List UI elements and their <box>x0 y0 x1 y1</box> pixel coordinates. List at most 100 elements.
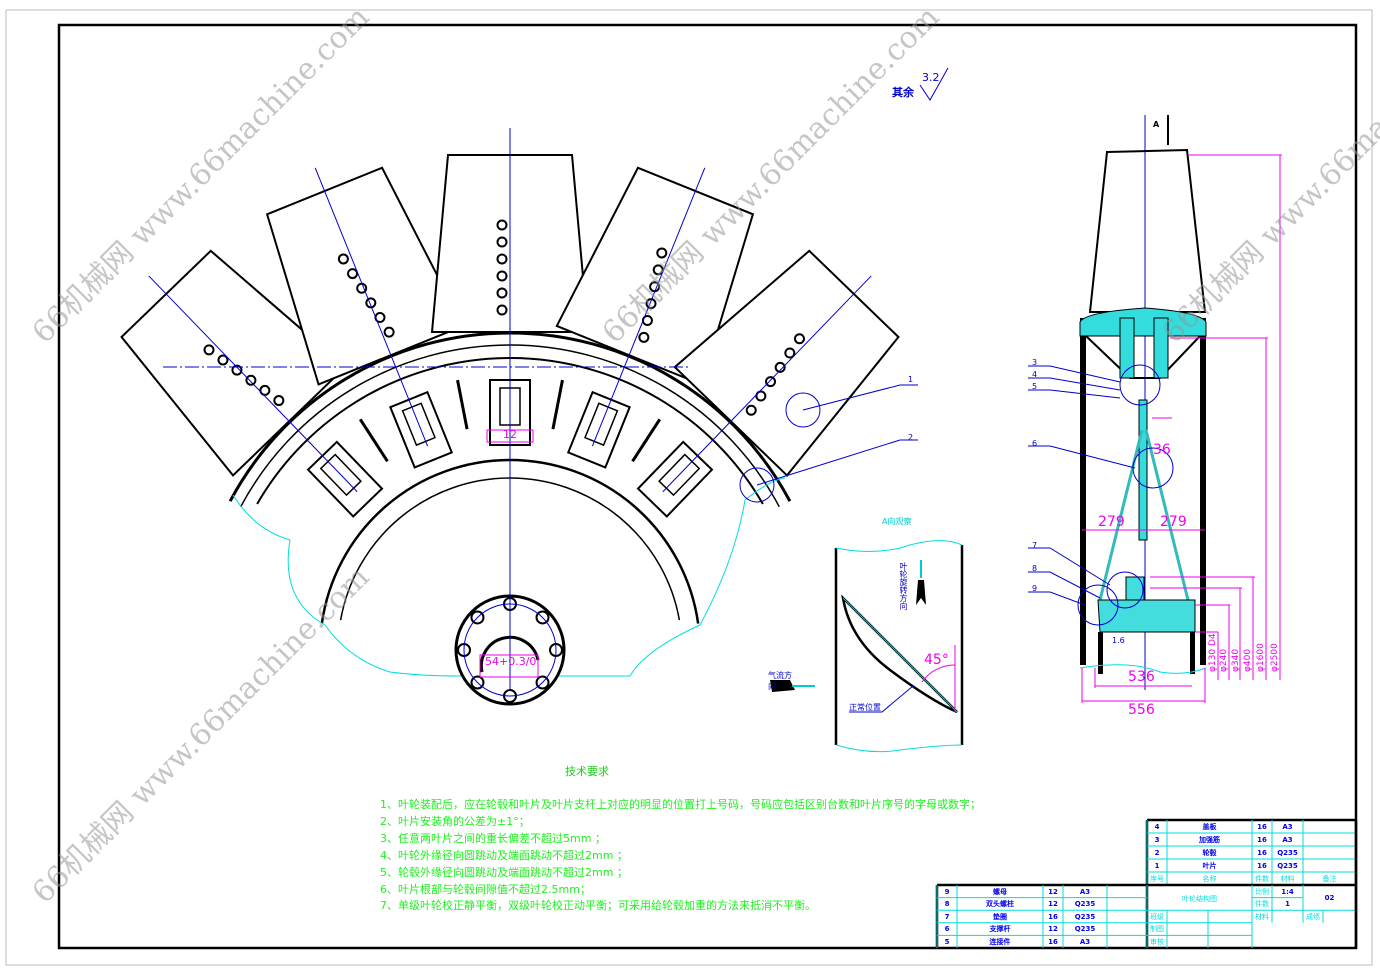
tech-item-1: 1、叶轮装配后，应在轮毂和叶片及叶片支杆上对应的明显的位置打上号码，号码应包括区… <box>380 798 981 811</box>
bolt-hole <box>496 270 508 282</box>
tech-requirements-title: 技术要求 <box>565 765 609 778</box>
part-material: Q235 <box>1277 848 1298 857</box>
bolt-hole <box>337 253 349 265</box>
view-a <box>770 540 964 753</box>
bolt-hole <box>203 344 215 356</box>
tech-item-3: 3、任意两叶片之间的重长偏差不超过5mm ； <box>380 832 606 845</box>
leader-6: 6 <box>1032 439 1038 448</box>
bolt-hole <box>347 268 359 280</box>
inner-border <box>57 23 1358 950</box>
part-material: A3 <box>1282 822 1293 831</box>
bolt-hole <box>755 390 767 402</box>
part-no: 4 <box>1154 822 1160 831</box>
bolt-hole <box>774 361 786 373</box>
header-qty: 件数 <box>1255 874 1269 883</box>
part-material: A3 <box>1079 887 1091 896</box>
bolt-hole <box>245 374 257 386</box>
normal-position-label: 正常位置 <box>849 703 881 712</box>
dim-d1600: φ1600 <box>1256 643 1266 672</box>
leader-5: 5 <box>1032 382 1038 391</box>
view-a-marker: A <box>1153 120 1160 129</box>
view-a-title: A向观察 <box>882 517 912 526</box>
leader-2: 2 <box>908 433 914 442</box>
bolt-hole <box>496 304 508 316</box>
dim-half-left: 279 <box>1098 514 1125 530</box>
bolt-hole <box>383 326 395 338</box>
roughness-symbol <box>919 67 949 101</box>
part-material: Q235 <box>1277 861 1298 870</box>
tech-item-5: 5、轮毂外缘径向圆跳动及端面跳动不超过2mm ； <box>380 866 628 879</box>
side-view <box>1028 115 1282 703</box>
part-no: 5 <box>944 937 950 946</box>
dim-half-right: 279 <box>1160 514 1187 530</box>
count-value: 1 <box>1285 900 1290 908</box>
part-no: 1 <box>1154 861 1160 870</box>
tech-item-6: 6、叶片根部与轮毂间隙值不超过2.5mm； <box>380 883 591 896</box>
dim-d340: φ340 <box>1231 648 1241 672</box>
leader-3: 3 <box>1032 358 1038 367</box>
part-qty: 12 <box>1048 887 1058 896</box>
part-no: 8 <box>944 900 950 909</box>
airflow-label: 气流方向 <box>768 671 792 691</box>
bolt-hole <box>496 253 508 265</box>
part-name: 垫圈 <box>993 912 1007 921</box>
leader-9: 9 <box>1032 584 1038 593</box>
dim-slot-width: 12 <box>503 428 517 441</box>
part-material: A3 <box>1282 835 1293 844</box>
part-qty: 16 <box>1257 861 1267 870</box>
dim-width-outer: 556 <box>1128 702 1155 718</box>
rotation-direction-label: 叶轮旋转方向 <box>899 562 908 610</box>
header-no: 序号 <box>1150 874 1164 883</box>
grade-label: 成绩 <box>1306 912 1320 921</box>
part-name: 支撑杆 <box>989 925 1011 934</box>
tech-item-4: 4、叶轮外缘径向圆跳动及端面跳动不超过2mm ； <box>380 849 628 862</box>
bolt-hole <box>496 236 508 248</box>
leader-7: 7 <box>1032 541 1038 550</box>
part-no: 7 <box>944 912 950 921</box>
leader-4: 4 <box>1032 370 1038 379</box>
count-label: 件数 <box>1255 900 1269 908</box>
bolt-hole <box>217 354 229 366</box>
angle-label: 45° <box>924 652 949 668</box>
part-name: 轮毂 <box>1202 848 1217 857</box>
dim-d2500: φ2500 <box>1270 643 1280 672</box>
part-qty: 16 <box>1257 822 1267 831</box>
part-qty: 12 <box>1048 900 1058 909</box>
tech-item-2: 2、叶片安装角的公差为±1°； <box>380 815 530 828</box>
bolt-hole <box>765 376 777 388</box>
part-name: 盖板 <box>1202 822 1217 831</box>
part-no: 9 <box>944 887 950 896</box>
part-qty: 12 <box>1048 925 1058 934</box>
part-material: Q235 <box>1074 912 1096 921</box>
part-qty: 16 <box>1048 937 1058 946</box>
part-no: 6 <box>944 925 950 934</box>
part-name: 双头螺柱 <box>986 900 1014 909</box>
part-name: 加强筋 <box>1199 835 1220 844</box>
part-material: A3 <box>1079 937 1091 946</box>
dim-width-inner: 536 <box>1128 669 1155 685</box>
header-material: 材料 <box>1280 874 1295 883</box>
drawing-title: 叶轮结构图 <box>1182 895 1217 903</box>
surface-finish-value: 3.2 <box>922 71 940 84</box>
outer-frame <box>5 9 1373 966</box>
part-qty: 16 <box>1048 912 1058 921</box>
part-name: 连接件 <box>989 937 1011 946</box>
dim-hub-key: 54+0.3/0 <box>485 655 537 668</box>
scale-value: 1:4 <box>1281 887 1294 896</box>
part-name: 叶片 <box>1202 861 1217 870</box>
dim-d130: φ130 D4 <box>1208 633 1218 672</box>
roughness-small: 1.6 <box>1112 636 1125 645</box>
drawing-no: 02 <box>1324 894 1335 902</box>
dim-d240: φ240 <box>1219 648 1229 672</box>
leader-8: 8 <box>1032 564 1038 573</box>
part-name: 螺母 <box>993 887 1007 896</box>
part-qty: 16 <box>1257 848 1267 857</box>
scale-label: 比例 <box>1255 887 1269 896</box>
header-name: 名称 <box>1202 874 1217 883</box>
bolt-hole <box>638 331 650 343</box>
part-no: 3 <box>1154 835 1160 844</box>
dim-shaft: 36 <box>1153 442 1171 458</box>
class-label: 班级 <box>1150 912 1164 921</box>
title-block-lines <box>935 818 1358 948</box>
